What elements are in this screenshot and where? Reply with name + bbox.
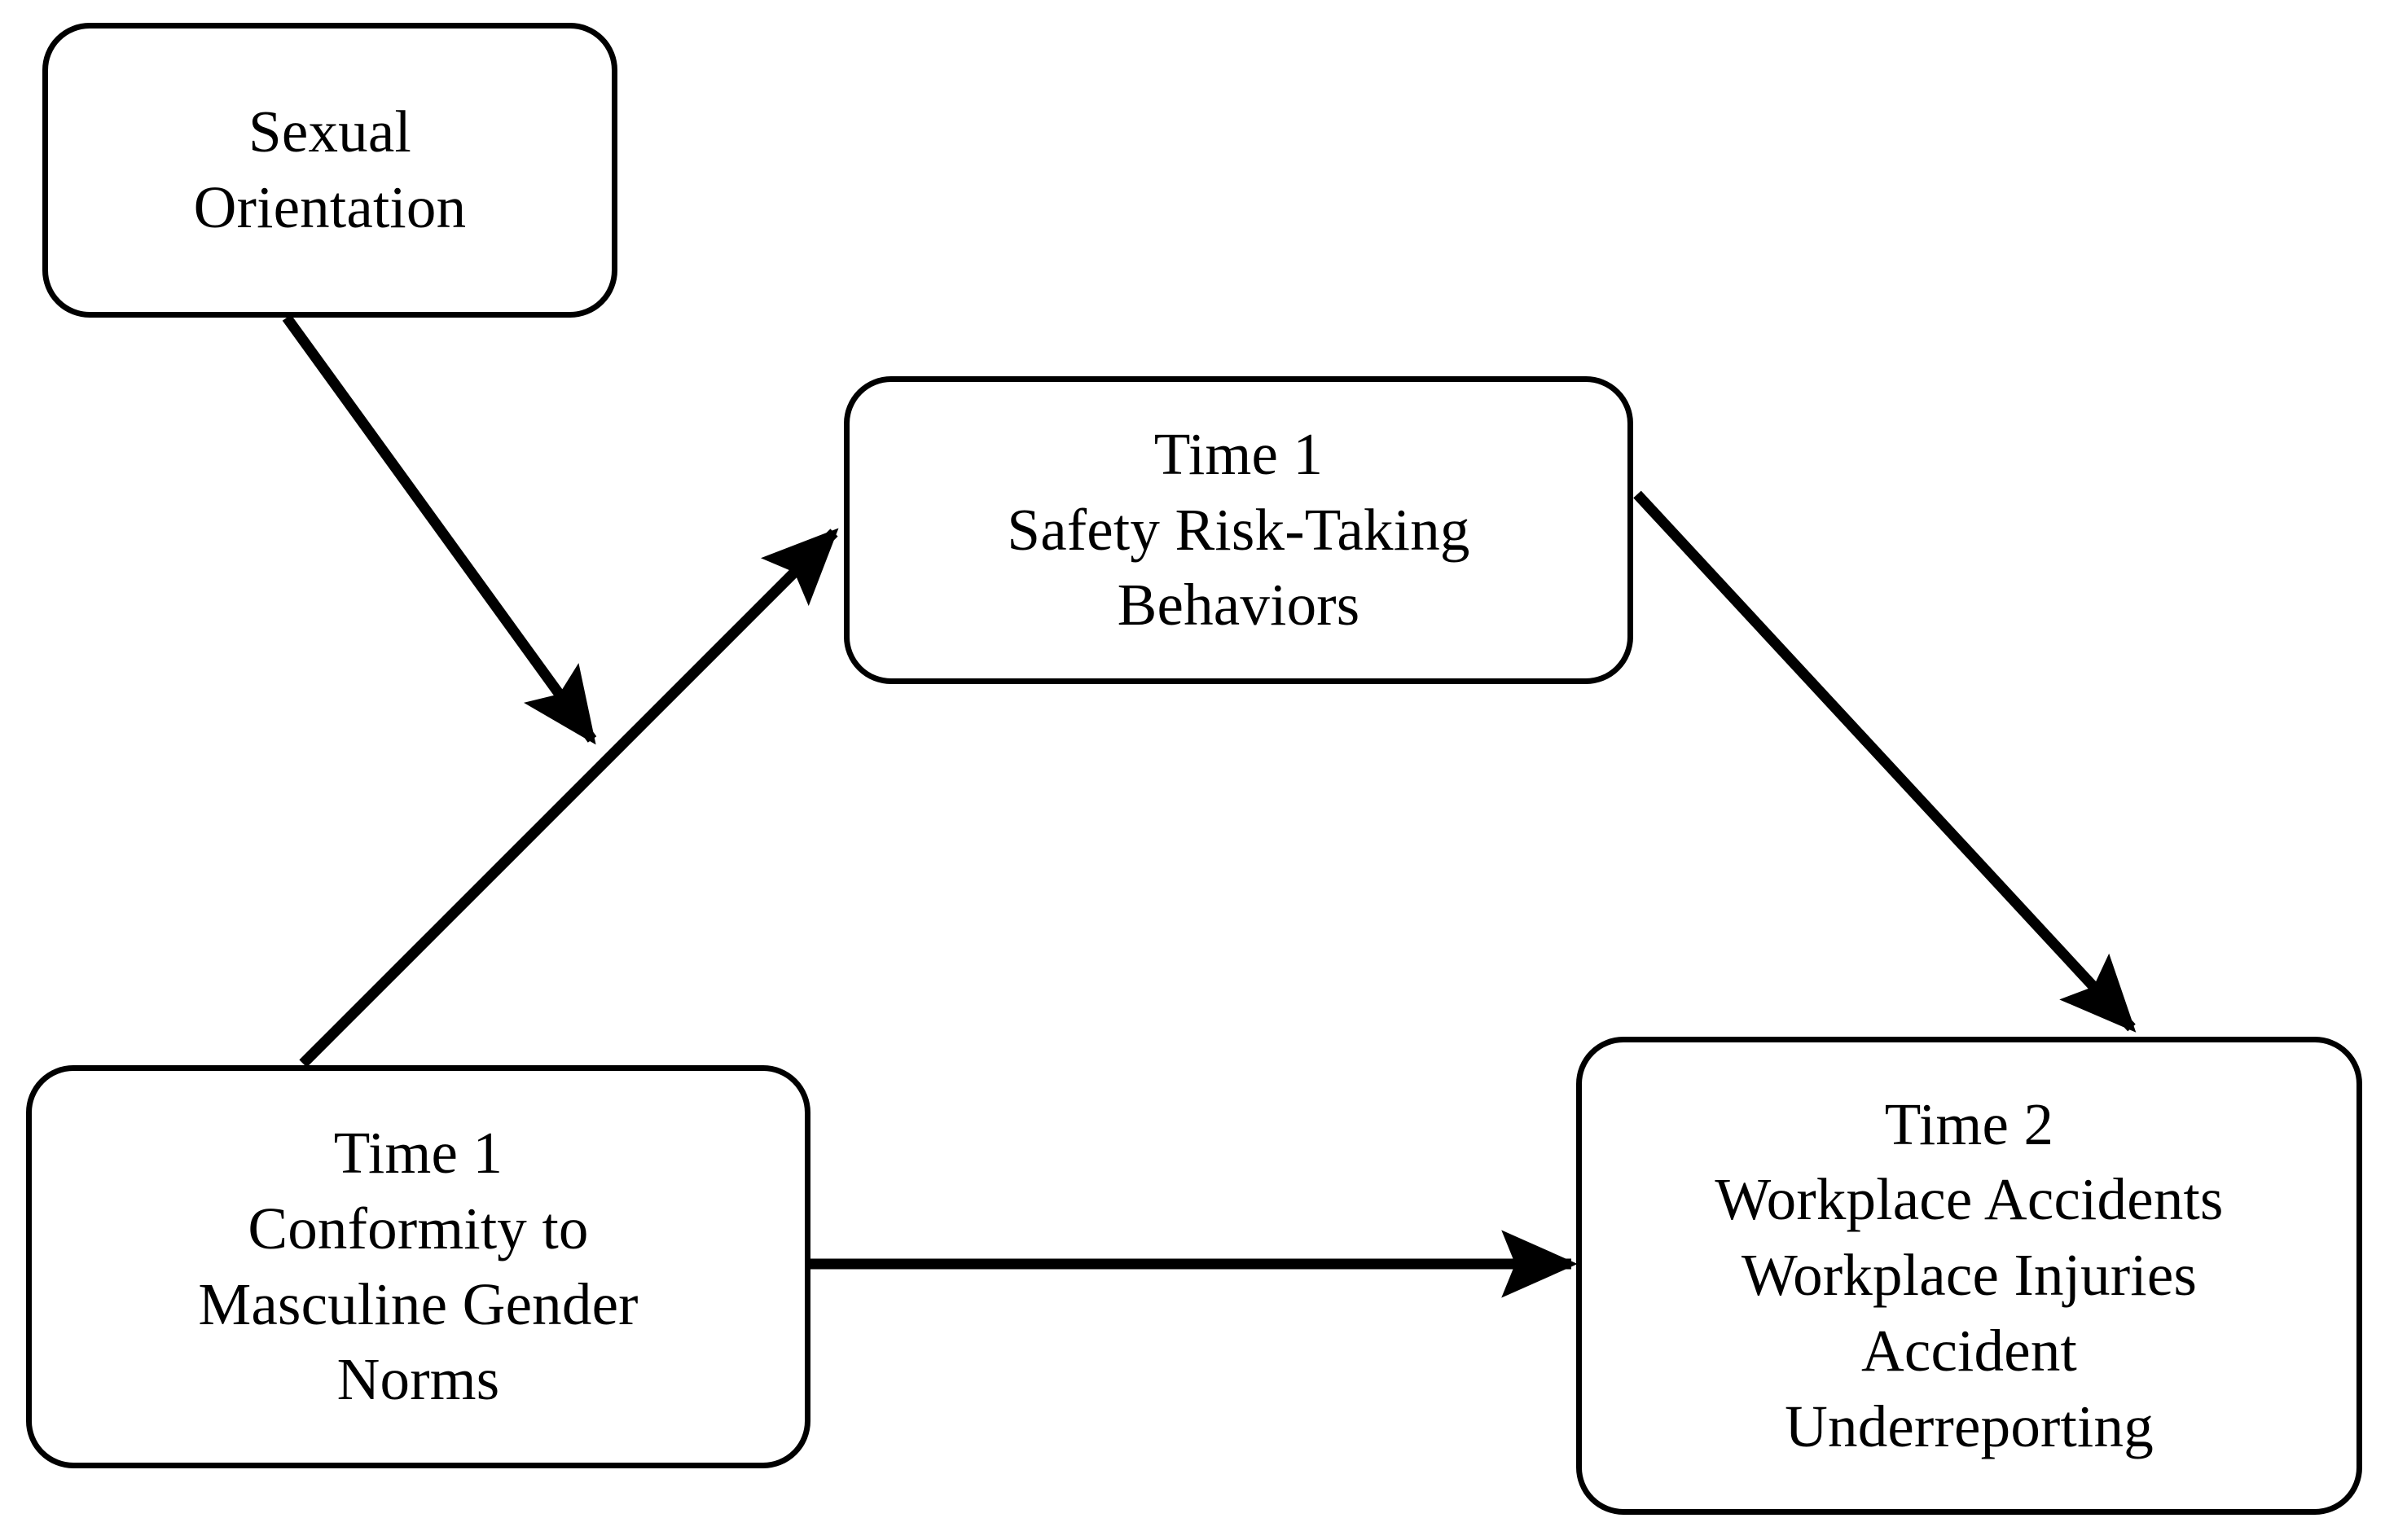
node-safety-risk-taking[interactable]: Time 1 Safety Risk-Taking Behaviors xyxy=(844,376,1633,684)
node-outcomes[interactable]: Time 2 Workplace Accidents Workplace Inj… xyxy=(1576,1037,2362,1515)
arrow-orientation-to-path xyxy=(282,314,597,745)
arrow-risk-to-outcomes xyxy=(1633,490,2137,1033)
node-conformity[interactable]: Time 1 Conformity to Masculine Gender No… xyxy=(26,1065,810,1468)
node-sexual-orientation-label: Sexual Orientation xyxy=(193,99,467,240)
node-outcomes-label: Time 2 Workplace Accidents Workplace Inj… xyxy=(1715,1090,2224,1459)
node-sexual-orientation[interactable]: Sexual Orientation xyxy=(42,23,617,318)
node-safety-risk-taking-label: Time 1 Safety Risk-Taking Behaviors xyxy=(1007,420,1470,638)
arrow-conformity-to-risk xyxy=(299,528,839,1068)
node-conformity-label: Time 1 Conformity to Masculine Gender No… xyxy=(198,1120,639,1413)
